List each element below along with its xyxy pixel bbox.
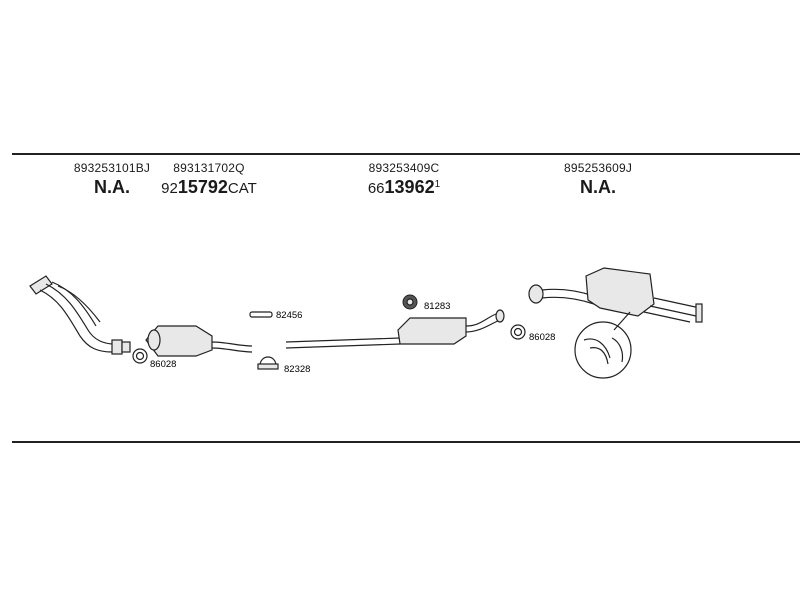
clamp	[257, 356, 279, 370]
part-code: 66139621	[368, 177, 440, 198]
middle-silencer	[285, 309, 505, 349]
rubber-mount	[402, 294, 418, 310]
header-catalyst: 893131702Q 9215792CAT	[161, 161, 257, 198]
oem-number: 893253101BJ	[73, 161, 151, 175]
oem-number: 893253409C	[368, 161, 440, 175]
top-divider	[12, 153, 800, 155]
header-middle-silencer: 893253409C 66139621	[368, 161, 440, 198]
detail-callout	[574, 311, 632, 379]
seal-strip	[249, 311, 273, 318]
oem-number: 895253609J	[563, 161, 633, 175]
code-superscript: 1	[434, 179, 441, 190]
code-prefix: 92	[161, 180, 178, 197]
code-suffix: CAT	[227, 180, 257, 197]
code-main: N.A.	[579, 177, 616, 197]
ring-right-label: 86028	[529, 332, 555, 343]
seal-strip-label: 82456	[276, 310, 302, 321]
rear-silencer	[528, 267, 703, 323]
catalytic-converter	[145, 325, 253, 357]
clamp-label: 82328	[284, 364, 310, 375]
code-prefix: 66	[367, 180, 385, 197]
front-pipe	[29, 275, 131, 355]
ring-seal-left	[132, 348, 148, 364]
part-code: N.A.	[564, 177, 632, 198]
mount-label: 81283	[424, 301, 450, 312]
ring-left-label: 86028	[150, 359, 176, 370]
code-main: 13962	[384, 177, 435, 197]
part-code: N.A.	[74, 177, 150, 198]
bottom-divider	[12, 441, 800, 443]
part-code: 9215792CAT	[161, 177, 257, 198]
oem-number: 893131702Q	[173, 161, 245, 175]
header-rear-silencer: 895253609J N.A.	[564, 161, 632, 198]
code-main: N.A.	[94, 177, 130, 197]
ring-seal-right	[510, 324, 526, 340]
code-main: 15792	[177, 177, 228, 197]
header-front-pipe: 893253101BJ N.A.	[74, 161, 150, 198]
